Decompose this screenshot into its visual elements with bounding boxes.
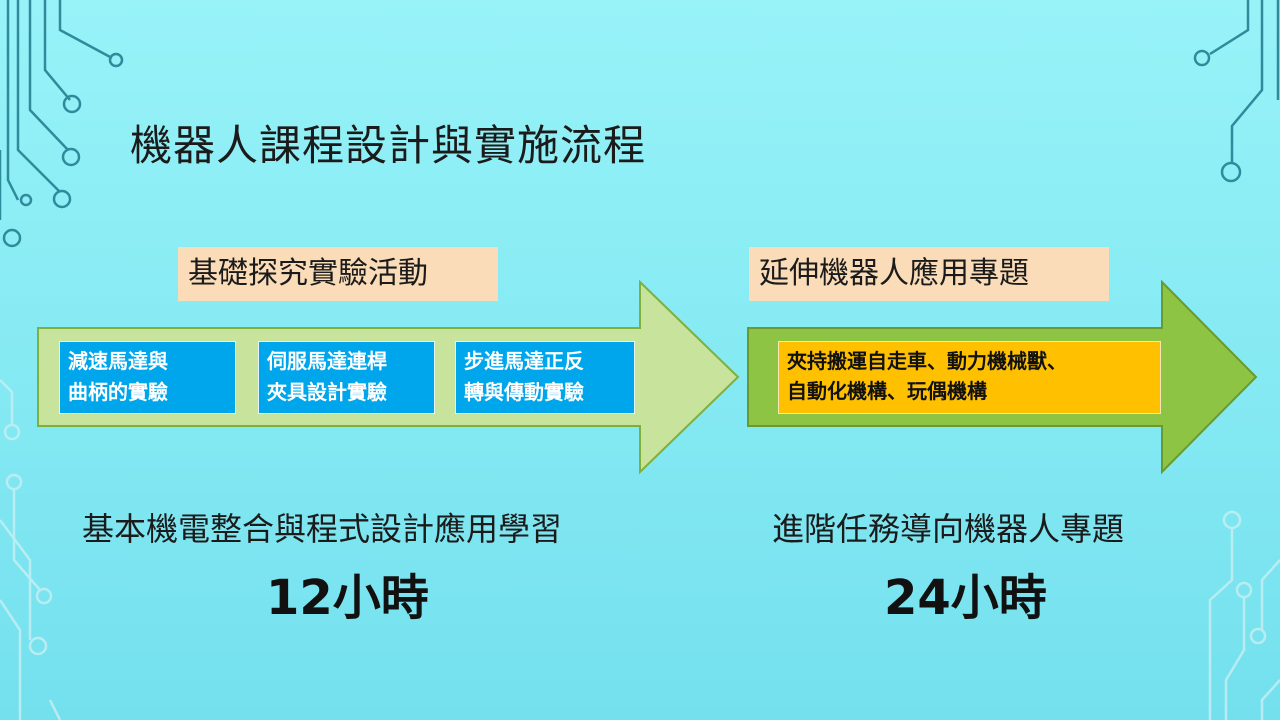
box-line: 轉與傳動實驗 (464, 377, 626, 408)
stage1-caption: 基本機電整合與程式設計應用學習 (82, 504, 562, 550)
stage2-caption: 進階任務導向機器人專題 (772, 504, 1124, 550)
stage1-box-servo-motor: 伺服馬達連桿 夾具設計實驗 (258, 341, 435, 414)
stage2-tag: 延伸機器人應用專題 (749, 247, 1109, 301)
stage1-box-gear-motor: 減速馬達與 曲柄的實驗 (59, 341, 236, 414)
stage2-hours: 24小時 (884, 558, 1047, 628)
stage1-hours: 12小時 (266, 558, 429, 628)
stage1-tag: 基礎探究實驗活動 (178, 247, 498, 301)
box-line: 夾持搬運自走車、動力機械獸、 (787, 346, 1152, 376)
box-line: 夾具設計實驗 (267, 377, 426, 408)
stage2-box-projects: 夾持搬運自走車、動力機械獸、 自動化機構、玩偶機構 (778, 341, 1161, 414)
box-line: 步進馬達正反 (464, 346, 626, 377)
box-line: 減速馬達與 (68, 346, 227, 377)
box-line: 曲柄的實驗 (68, 377, 227, 408)
slide-title: 機器人課程設計與實施流程 (130, 112, 646, 173)
box-line: 自動化機構、玩偶機構 (787, 376, 1152, 406)
stage1-box-stepper-motor: 步進馬達正反 轉與傳動實驗 (455, 341, 635, 414)
box-line: 伺服馬達連桿 (267, 346, 426, 377)
